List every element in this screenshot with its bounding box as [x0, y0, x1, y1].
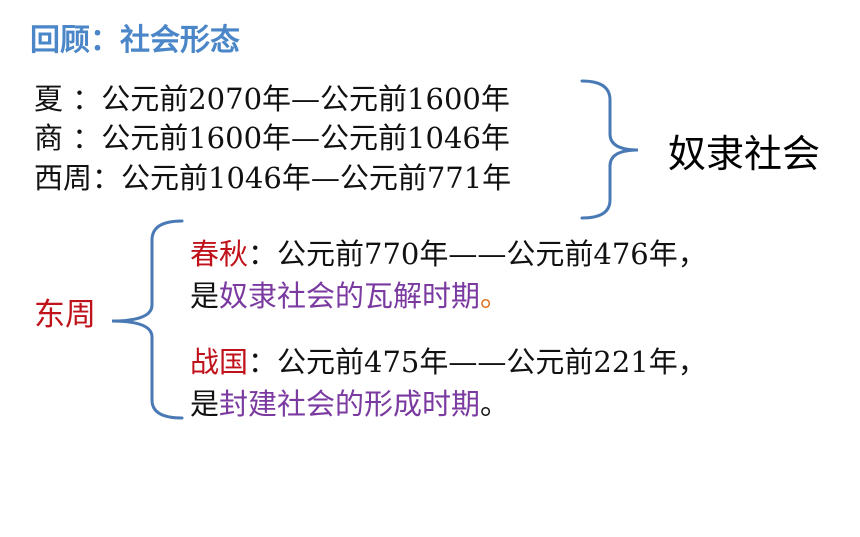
period-western-zhou: 西周：公元前1046年—公元前771年 [34, 160, 511, 197]
period-range: 公元前1046年—公元前771年 [121, 161, 512, 195]
period-name: 西周 [34, 161, 93, 195]
end-mark: 。 [480, 279, 510, 313]
warring-states-line2: 是封建社会的形成时期。 [190, 386, 509, 423]
separator: ： [248, 237, 278, 271]
spring-autumn-description: 奴隶社会的瓦解时期 [219, 279, 481, 313]
period-name: 夏 [34, 82, 73, 116]
title-text: 回顾：社会形态 [30, 23, 240, 58]
warring-states-range: 公元前475年——公元前221年， [277, 345, 707, 379]
period-name: 商 [34, 121, 73, 155]
slave-society-label: 奴隶社会 [668, 132, 821, 176]
warring-states-description: 封建社会的形成时期 [219, 387, 481, 421]
spring-autumn-line1: 春秋：公元前770年——公元前476年， [190, 236, 707, 273]
warring-states-name: 战国 [190, 345, 249, 379]
period-separator: ： [72, 121, 102, 155]
period-range: 公元前2070年—公元前1600年 [101, 82, 510, 116]
period-shang: 商 ：公元前1600年—公元前1046年 [34, 120, 510, 157]
warring-states-line1: 战国：公元前475年——公元前221年， [190, 344, 707, 381]
separator: ： [248, 345, 278, 379]
period-range: 公元前1600年—公元前1046年 [101, 121, 510, 155]
period-separator: ： [72, 82, 102, 116]
spring-autumn-name: 春秋 [190, 237, 249, 271]
period-separator: ： [92, 161, 122, 195]
is-word: 是 [190, 387, 220, 421]
page-title: 回顾：社会形态 [30, 22, 240, 60]
spring-autumn-range: 公元前770年——公元前476年， [277, 237, 707, 271]
end-mark: 。 [480, 387, 510, 421]
period-xia: 夏 ：公元前2070年—公元前1600年 [34, 81, 510, 118]
is-word: 是 [190, 279, 220, 313]
spring-autumn-line2: 是奴隶社会的瓦解时期。 [190, 278, 509, 315]
eastern-zhou-label: 东周 [34, 297, 96, 333]
